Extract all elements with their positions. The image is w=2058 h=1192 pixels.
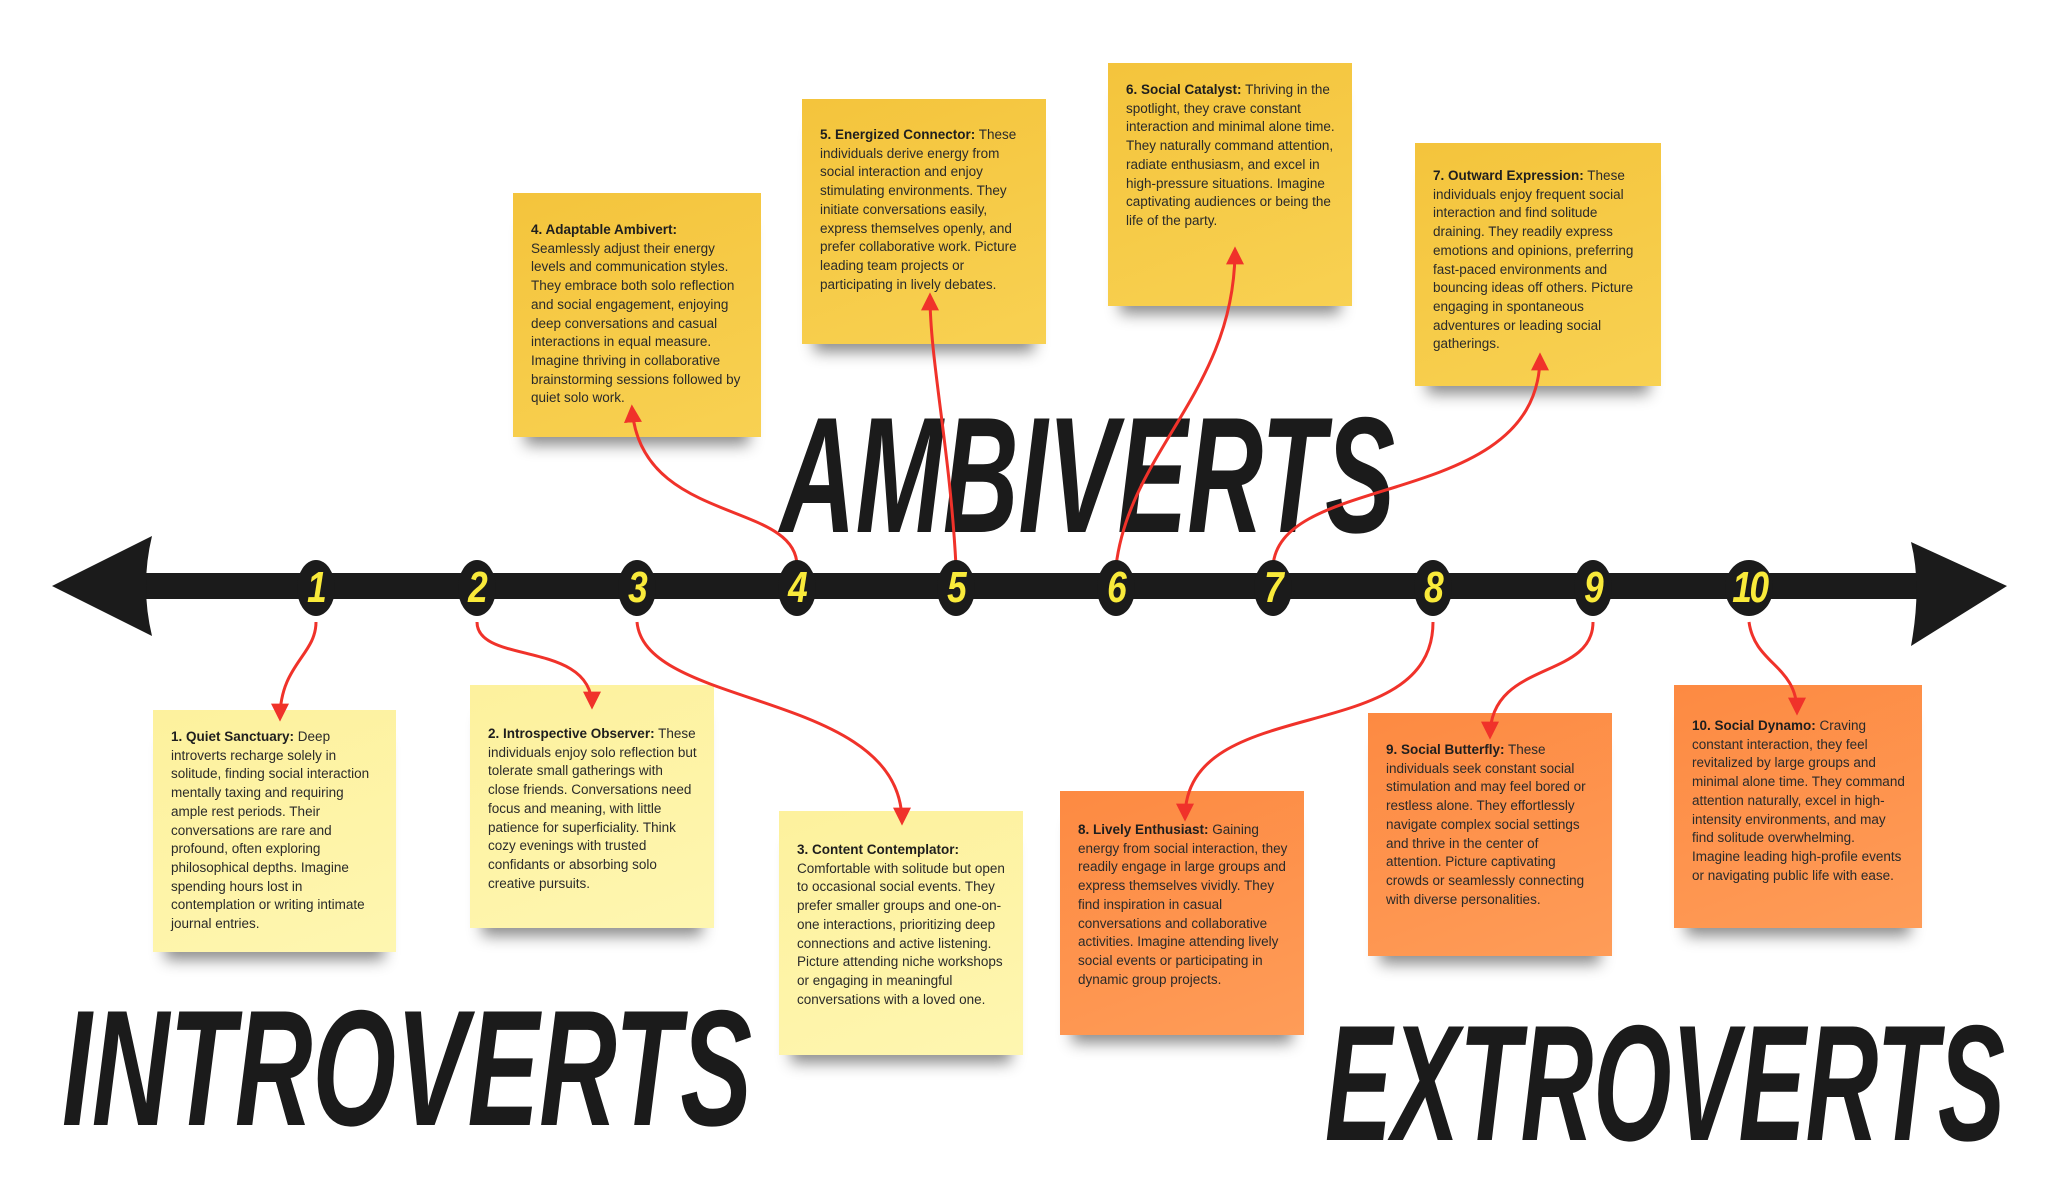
note-title: 10. Social Dynamo: (1692, 718, 1816, 733)
scale-point-4: 4 (778, 560, 816, 616)
arrow-1 (271, 621, 318, 722)
note-title: 5. Energized Connector: (820, 127, 976, 142)
scale-point-9: 9 (1574, 560, 1612, 616)
note-title: 2. Introspective Observer: (488, 726, 655, 741)
note-title: 8. Lively Enthusiast: (1078, 822, 1209, 837)
note-body: Comfortable with solitude but open to oc… (797, 860, 1005, 1007)
scale-point-6: 6 (1097, 560, 1135, 616)
arrow-10 (1747, 621, 1806, 716)
heading-extroverts: EXTROVERTS (1325, 991, 2005, 1175)
note-body: These individuals seek constant social s… (1386, 742, 1586, 907)
note-title: 6. Social Catalyst: (1126, 82, 1242, 97)
note-body: These individuals enjoy frequent social … (1433, 168, 1634, 352)
note-social-butterfly: 9. Social Butterfly: These individuals s… (1368, 713, 1612, 956)
scale-point-1: 1 (297, 560, 335, 616)
arrow-7 (1271, 352, 1549, 567)
note-social-catalyst: 6. Social Catalyst: Thriving in the spot… (1108, 63, 1352, 306)
note-outward-expression: 7. Outward Expression: These individuals… (1415, 143, 1661, 386)
arrow-8 (1176, 621, 1435, 822)
axis-line (110, 573, 1920, 599)
note-social-dynamo: 10. Social Dynamo: Craving constant inte… (1674, 685, 1922, 928)
note-title: 1. Quiet Sanctuary: (171, 729, 295, 744)
scale-point-10: 10 (1725, 560, 1773, 616)
heading-introverts: INTROVERTS (62, 976, 752, 1160)
scale-point-7: 7 (1254, 560, 1292, 616)
arrow-6 (1114, 246, 1244, 567)
arrow-5 (921, 292, 958, 567)
note-body: These individuals enjoy solo reflection … (488, 726, 697, 891)
note-adaptable-ambivert: 4. Adaptable Ambivert: Seamlessly adjust… (513, 193, 761, 437)
note-body: Thriving in the spotlight, they crave co… (1126, 82, 1335, 228)
note-body: Seamlessly adjust their energy levels an… (531, 240, 741, 406)
heading-ambiverts: AMBIVERTS (777, 383, 1395, 567)
right-arrowhead-icon (1911, 542, 2007, 646)
note-title: 9. Social Butterfly: (1386, 742, 1505, 757)
scale-point-8: 8 (1414, 560, 1452, 616)
note-title: 7. Outward Expression: (1433, 168, 1584, 183)
note-title: 4. Adaptable Ambivert: (531, 222, 678, 237)
note-body: Craving constant interaction, they feel … (1692, 718, 1905, 883)
note-content-contemplator: 3. Content Contemplator: Comfortable wit… (779, 811, 1023, 1055)
scale-point-5: 5 (937, 560, 975, 616)
scale-point-3: 3 (618, 560, 656, 616)
arrow-3 (635, 621, 911, 826)
arrow-9 (1481, 621, 1595, 740)
arrow-4 (624, 404, 799, 567)
note-quiet-sanctuary: 1. Quiet Sanctuary: Deep introverts rech… (153, 710, 396, 952)
note-lively-enthusiast: 8. Lively Enthusiast: Gaining energy fro… (1060, 791, 1304, 1035)
note-body: These individuals derive energy from soc… (820, 127, 1017, 292)
left-arrowhead-icon (52, 536, 152, 636)
arrow-2 (475, 621, 601, 710)
note-body: Gaining energy from social interaction, … (1078, 822, 1288, 987)
scale-point-2: 2 (458, 560, 496, 616)
note-body: Deep introverts recharge solely in solit… (171, 729, 370, 932)
note-title: 3. Content Contemplator: (797, 842, 959, 857)
note-introspective-observer: 2. Introspective Observer: These individ… (470, 685, 714, 928)
